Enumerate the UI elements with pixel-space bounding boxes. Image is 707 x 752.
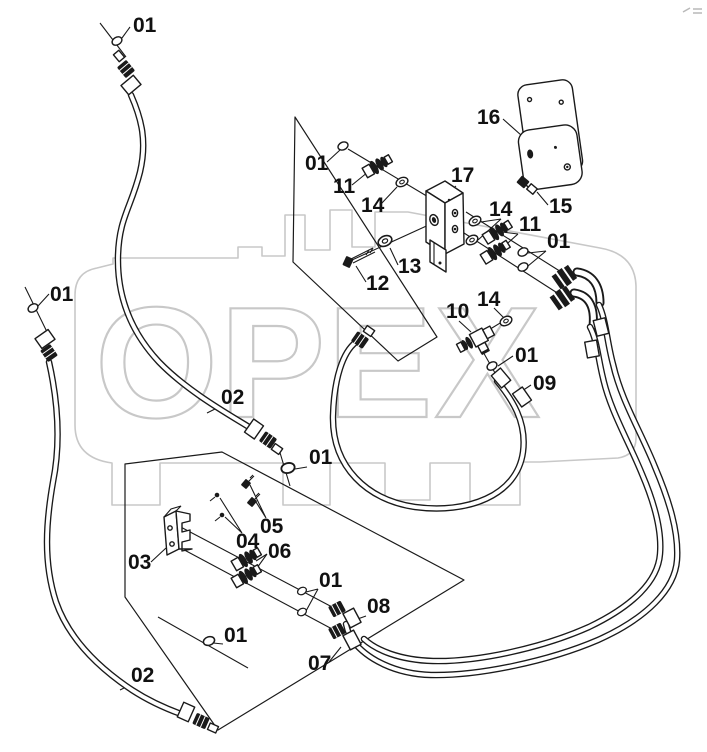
oring-01-right-b xyxy=(515,260,531,274)
lower-assembly xyxy=(163,474,362,651)
gear-outline xyxy=(74,209,637,506)
callout-14-left: 14 xyxy=(361,194,385,217)
callout-01-mid: 01 xyxy=(309,446,333,469)
callout-11-right: 11 xyxy=(519,213,542,236)
callout-10: 10 xyxy=(446,300,469,323)
callout-14-right: 14 xyxy=(489,198,513,221)
callout-14-tee: 14 xyxy=(477,288,501,311)
callout-01-rings: 01 xyxy=(319,569,343,592)
hose-02-lower xyxy=(43,358,185,718)
leader-lines-middle xyxy=(37,293,532,470)
hose-end-bottom xyxy=(176,634,220,734)
callout-01-far-left: 01 xyxy=(50,283,74,306)
callout-11-left: 11 xyxy=(333,175,356,198)
oring-01-bottom xyxy=(201,634,217,648)
hose-09 xyxy=(329,338,527,512)
callout-13: 13 xyxy=(398,255,421,278)
elbow-fitting-b xyxy=(549,285,576,311)
callout-09: 09 xyxy=(533,372,556,395)
oring-01-right-a xyxy=(515,245,531,259)
tee-assembly xyxy=(350,313,533,408)
bolt-12 xyxy=(342,247,376,268)
corner-mark xyxy=(682,7,702,14)
upper-detail-frame xyxy=(292,116,438,362)
leader-lines-lower xyxy=(119,484,367,691)
hose-02-upper xyxy=(114,91,253,431)
callout-16: 16 xyxy=(477,106,500,129)
bracket-03 xyxy=(163,505,193,556)
callout-02-bottom: 02 xyxy=(131,664,154,687)
callout-07: 07 xyxy=(308,652,331,675)
callout-15: 15 xyxy=(549,195,573,218)
callout-08: 08 xyxy=(367,595,391,618)
pin-04-a xyxy=(209,492,220,502)
oring-01-upper-left xyxy=(335,139,351,153)
callout-04: 04 xyxy=(236,530,260,553)
callout-01-tee: 01 xyxy=(515,344,539,367)
bolt-05-b xyxy=(247,492,261,507)
fitting-11-right-b xyxy=(478,236,513,267)
hose-end-top-left xyxy=(109,34,142,96)
callout-02-mid: 02 xyxy=(221,386,244,409)
watermark-text: OPEX xyxy=(95,275,542,451)
oring-01-rings-a xyxy=(295,585,309,597)
callout-06: 06 xyxy=(268,540,291,563)
callout-05: 05 xyxy=(260,515,284,538)
lower-detail-frame xyxy=(124,451,465,731)
callout-12: 12 xyxy=(366,272,389,295)
callout-17: 17 xyxy=(451,164,474,187)
callout-03: 03 xyxy=(128,551,151,574)
callout-01-bottom: 01 xyxy=(224,624,248,647)
fitting-11-left xyxy=(360,151,395,181)
callouts: 01 01 11 14 17 16 15 14 11 01 12 13 10 1… xyxy=(50,14,573,687)
upper-assembly xyxy=(335,79,610,359)
watermark: OPEX xyxy=(74,7,702,506)
tee-fitting-10 xyxy=(455,325,496,356)
oring-01-top-left xyxy=(109,34,125,48)
hose-08 xyxy=(342,267,681,679)
bolt-05-a xyxy=(241,474,255,489)
elbow-fitting-a xyxy=(551,264,578,290)
leader-lines-upper xyxy=(121,26,549,283)
callout-01-upper: 01 xyxy=(305,152,329,175)
mounting-plate-16 xyxy=(517,79,584,191)
hose-end-far-left xyxy=(25,301,59,363)
washer-14-left xyxy=(393,174,411,190)
callout-01-top-left: 01 xyxy=(133,14,157,37)
callout-01-right: 01 xyxy=(547,230,571,253)
bolt-15 xyxy=(516,175,539,195)
valve-block-17 xyxy=(425,180,465,273)
pin-04-b xyxy=(214,512,225,522)
